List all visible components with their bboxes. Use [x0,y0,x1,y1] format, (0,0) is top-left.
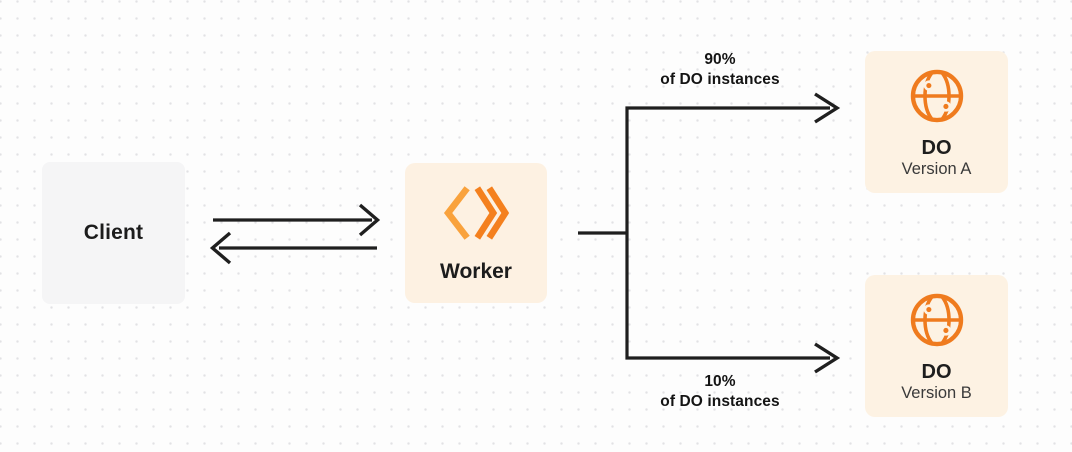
do-version-a-title: DO [921,136,952,159]
branch-90-arrow [625,92,841,233]
branch-90-percent: 90% [704,51,736,68]
cloudflare-workers-icon [438,182,514,244]
do-version-b-subtitle: Version B [901,383,972,402]
client-node: Client [42,162,185,304]
durable-object-globe-icon [906,289,968,351]
branch-10-label: 10% of DO instances [610,372,830,412]
worker-label: Worker [440,260,512,283]
branch-10-caption: of DO instances [660,393,780,410]
worker-node: Worker [405,163,547,303]
client-label: Client [83,221,144,244]
do-version-a-subtitle: Version A [901,159,972,178]
request-arrow [213,203,381,237]
do-version-b-title: DO [921,360,952,383]
branch-10-arrow [625,233,841,374]
do-version-b-node: DO Version B [865,275,1008,417]
do-version-a-node: DO Version A [865,51,1008,193]
branch-90-caption: of DO instances [660,71,780,88]
branch-10-percent: 10% [704,373,736,390]
response-arrow [209,231,377,265]
branch-90-label: 90% of DO instances [610,50,830,90]
durable-object-globe-icon [906,65,968,127]
